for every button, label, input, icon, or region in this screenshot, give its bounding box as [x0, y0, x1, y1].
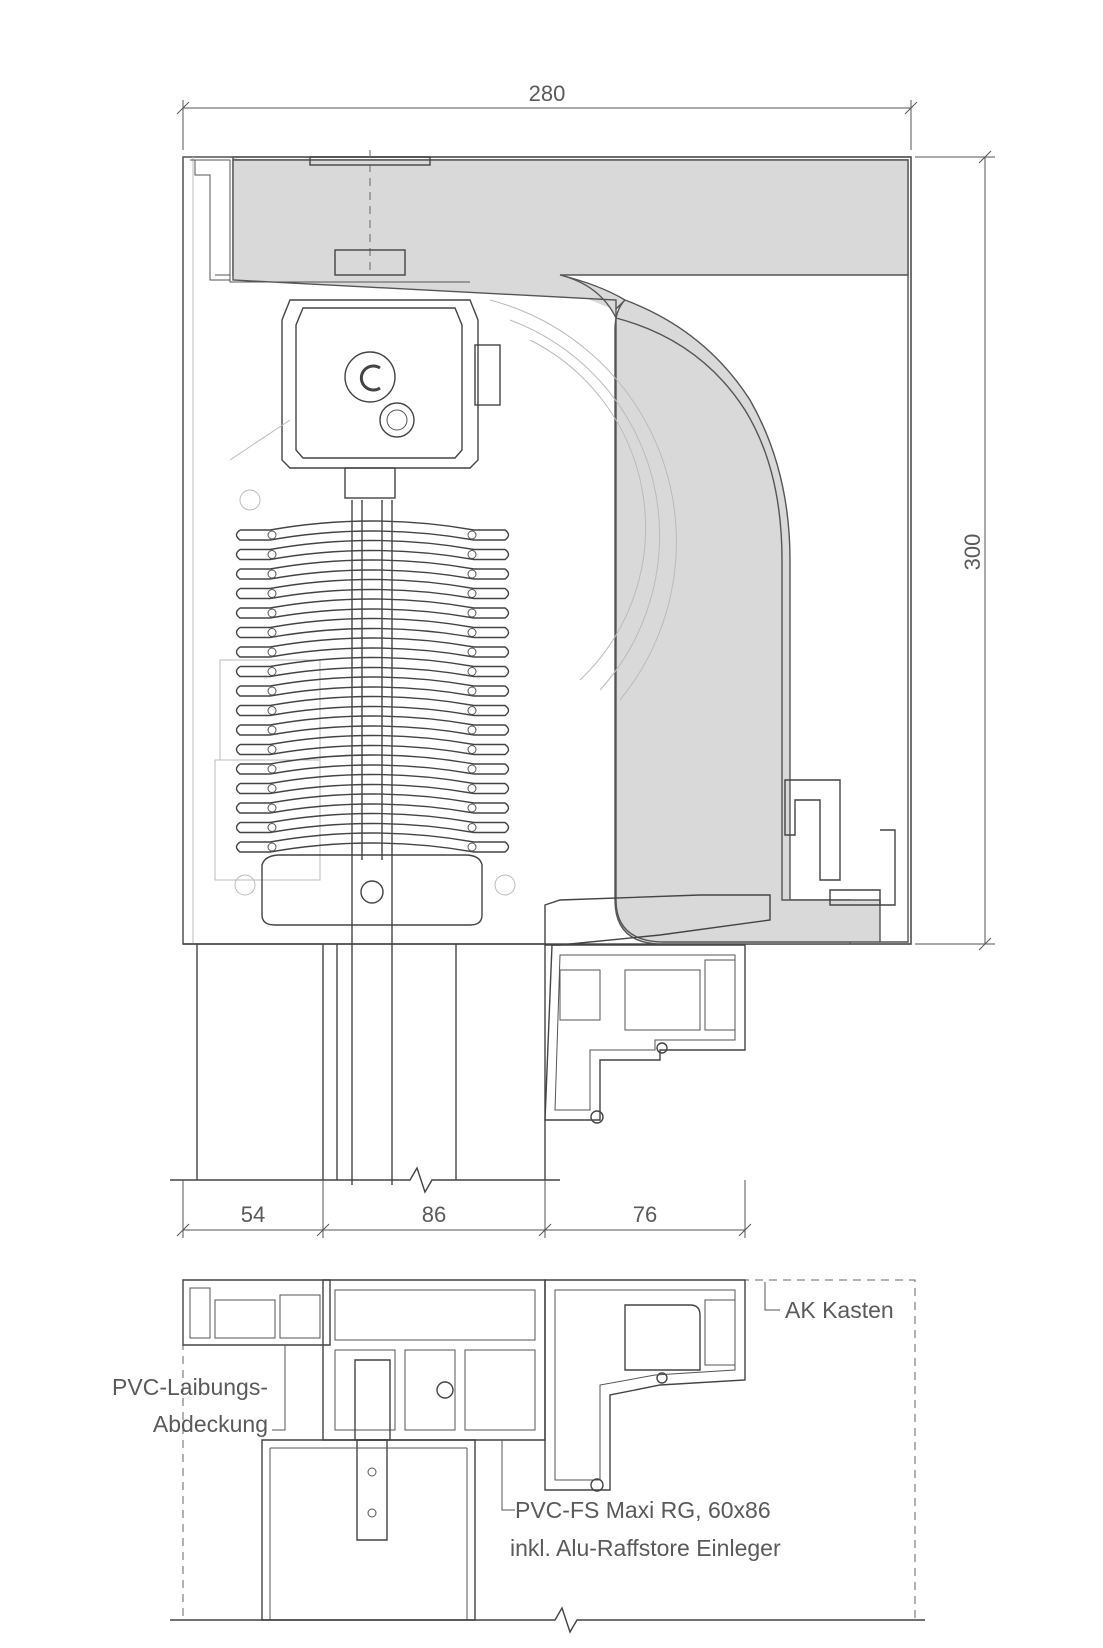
slat-hole-right [467, 764, 477, 774]
ak-kasten-label: AK Kasten [785, 1297, 894, 1323]
slat [235, 734, 510, 756]
slat [235, 793, 510, 814]
slat-hole-left [267, 784, 277, 793]
slat-hole-right [467, 823, 477, 832]
label-ak-kasten: AK Kasten [764, 1282, 894, 1323]
slat [235, 598, 510, 619]
slat-hole-left [267, 706, 277, 715]
dim-height-right: 300 [960, 534, 985, 571]
slat-hole-right [467, 725, 477, 735]
dimension-right: 300 [915, 150, 995, 951]
slat-hole-left [267, 628, 277, 637]
slat-hole-right [467, 667, 477, 676]
slat-hole-right [467, 550, 477, 559]
slat-hole-right [467, 569, 477, 579]
slat-hole-right [467, 608, 477, 618]
plan-section [170, 1279, 925, 1634]
slat-hole-right [467, 745, 477, 754]
slat [235, 832, 510, 853]
slat [235, 812, 510, 834]
slat-hole-left [267, 569, 277, 579]
slat-hole-left [267, 647, 277, 657]
slat-hole-right [467, 686, 477, 696]
slat-hole-left [267, 803, 277, 813]
slat [235, 773, 510, 795]
slat [235, 539, 510, 561]
pvc-laibung-label-line1: PVC-Laibungs- [112, 1374, 268, 1400]
slat-hole-right [467, 784, 477, 793]
dim-bottom-middle: 86 [422, 1202, 446, 1227]
slat-stack [235, 520, 510, 853]
guide-ghost [214, 299, 677, 896]
dimension-bottom: 54 86 76 [176, 1180, 752, 1238]
slat-hole-right [467, 628, 477, 637]
window-profile-top [544, 894, 771, 1124]
slat [235, 676, 510, 697]
slat-hole-right [467, 803, 477, 813]
slat-hole-right [467, 647, 477, 657]
pvc-fs-label-line2: inkl. Alu-Raffstore Einleger [510, 1535, 781, 1561]
slat-hole-right [467, 589, 477, 598]
slat [235, 559, 510, 580]
slat [235, 578, 510, 600]
slat-hole-left [267, 530, 277, 540]
pvc-fs-label-line1: PVC-FS Maxi RG, 60x86 [515, 1497, 771, 1523]
slat-hole-left [267, 686, 277, 696]
slat-hole-right [467, 530, 477, 540]
bottom-rail [261, 854, 483, 926]
dimension-top: 280 [176, 81, 918, 150]
slat-hole-left [267, 842, 277, 852]
slat-hole-left [267, 745, 277, 754]
slat-hole-left [267, 823, 277, 832]
slat-hole-left [267, 725, 277, 735]
slat [235, 715, 510, 736]
slat-hole-right [467, 706, 477, 715]
slat [235, 695, 510, 717]
slat-hole-left [267, 608, 277, 618]
slat-hole-left [267, 589, 277, 598]
motor-symbol-icon [344, 351, 396, 403]
motor-unit [281, 249, 501, 499]
label-pvc-laibung: PVC-Laibungs- Abdeckung [112, 1345, 286, 1437]
dim-bottom-right: 76 [633, 1202, 657, 1227]
slat [235, 637, 510, 658]
dim-bottom-left: 54 [241, 1202, 265, 1227]
slat [235, 656, 510, 678]
box-section [182, 150, 912, 1185]
slat-hole-right [467, 842, 477, 852]
slat-hole-left [267, 550, 277, 559]
dim-width-top: 280 [529, 81, 566, 106]
pvc-laibung-label-line2: Abdeckung [153, 1411, 268, 1437]
label-pvc-fs: PVC-FS Maxi RG, 60x86 inkl. Alu-Raffstor… [501, 1440, 781, 1561]
slat [235, 617, 510, 639]
slat-hole-left [267, 764, 277, 774]
slat-hole-left [267, 667, 277, 676]
slat [235, 754, 510, 775]
slat [235, 520, 510, 541]
wall-section [170, 943, 560, 1194]
